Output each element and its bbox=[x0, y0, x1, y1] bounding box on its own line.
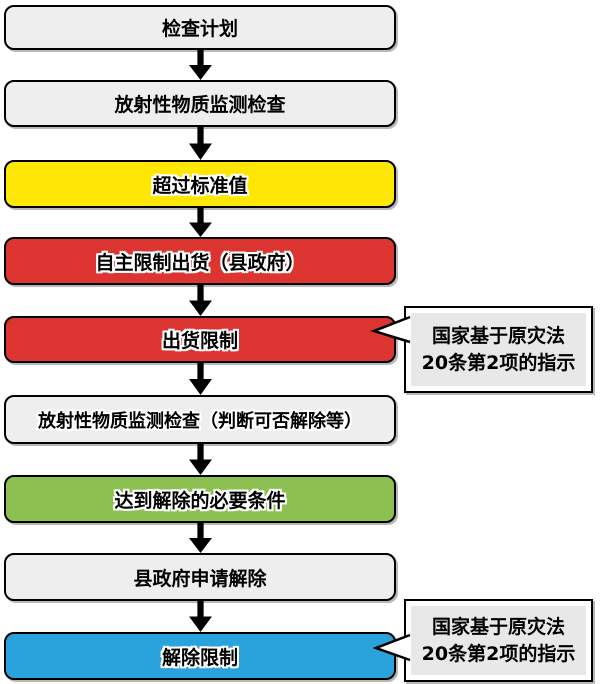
flow-box-lifting-conditions-met: 达到解除的必要条件 bbox=[4, 475, 396, 523]
callout-tail-icon bbox=[368, 624, 412, 670]
callout-line: 20条第2项的指示 bbox=[421, 351, 576, 374]
flow-box-shipment-restriction: 出货限制 bbox=[4, 316, 396, 363]
arrow-down-icon bbox=[188, 50, 213, 80]
arrow-down-icon bbox=[188, 208, 213, 237]
callout-line: 国家基于原灾法 bbox=[431, 615, 565, 638]
flow-box-voluntary-shipment-restriction: 自主限制出货（县政府） bbox=[4, 237, 396, 285]
arrow-down-icon bbox=[188, 444, 213, 475]
arrow-down-icon bbox=[188, 127, 213, 160]
callout-tail-icon bbox=[368, 305, 412, 351]
arrow-down-icon bbox=[188, 523, 213, 553]
flow-box-restriction-lifted: 解除限制 bbox=[4, 632, 396, 680]
callout-national-directive-lifting: 国家基于原灾法 20条第2项的指示 bbox=[404, 599, 593, 682]
flow-box-monitoring-for-lifting-decision: 放射性物质监测检查（判断可否解除等） bbox=[4, 395, 396, 444]
flow-box-radioactivity-monitoring-inspection: 放射性物质监测检查 bbox=[4, 80, 396, 127]
arrow-down-icon bbox=[188, 363, 213, 395]
arrow-down-icon bbox=[188, 285, 213, 316]
callout-text: 国家基于原灾法 20条第2项的指示 bbox=[411, 313, 586, 386]
flow-box-inspection-plan: 检查计划 bbox=[4, 5, 396, 50]
callout-national-directive-shipment: 国家基于原灾法 20条第2项的指示 bbox=[404, 306, 593, 393]
arrow-down-icon bbox=[188, 601, 213, 632]
callout-line: 国家基于原灾法 bbox=[431, 324, 565, 347]
flow-box-prefecture-lifting-request: 县政府申请解除 bbox=[4, 553, 396, 601]
flow-box-exceeds-standard-value: 超过标准值 bbox=[4, 160, 396, 208]
callout-text: 国家基于原灾法 20条第2项的指示 bbox=[411, 606, 586, 675]
callout-line: 20条第2项的指示 bbox=[421, 642, 576, 665]
